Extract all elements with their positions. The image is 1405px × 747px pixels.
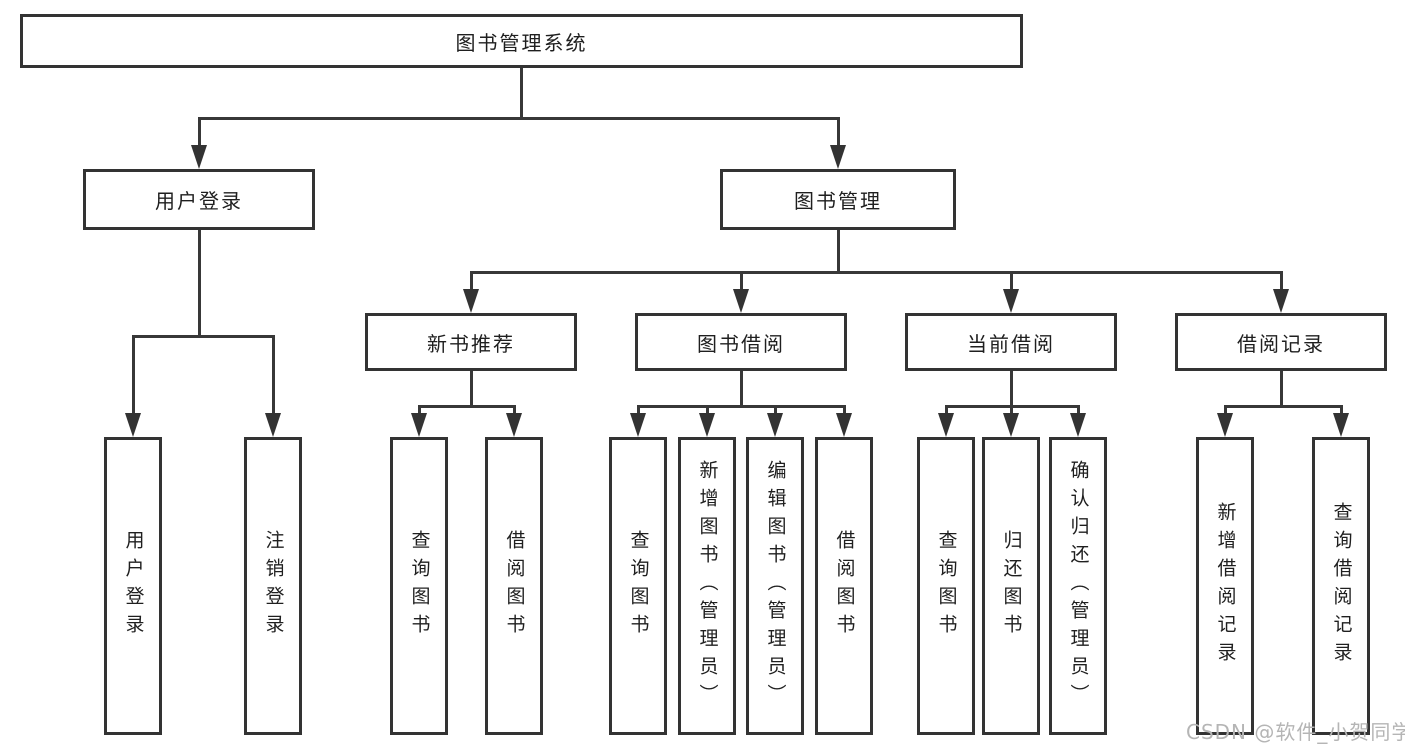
leaf-borrow-books-borrowing: 借阅图书 (815, 437, 873, 735)
leaf-query-books-current: 查询图书 (917, 437, 975, 735)
connector-groupA1-shaft (418, 405, 421, 415)
node-book-management: 图书管理 (720, 169, 956, 230)
leaf-borrow-books-recommend-label: 借阅图书 (503, 530, 526, 642)
arrow-groupB4-icon (836, 413, 852, 437)
arrow-groupA2-icon (506, 413, 522, 437)
leaf-query-books-recommend: 查询图书 (390, 437, 448, 735)
connector-groupB-rail (637, 405, 846, 408)
leaf-add-borrow-record: 新增借阅记录 (1196, 437, 1254, 735)
leaf-return-books-label: 归还图书 (1000, 530, 1023, 642)
arrow-to-borrow-records-icon (1273, 289, 1289, 313)
arrow-groupD1-icon (1217, 413, 1233, 437)
connector-groupD2-shaft (1340, 405, 1343, 415)
arrow-to-current-borrow-icon (1003, 289, 1019, 313)
leaf-query-borrow-record-label: 查询借阅记录 (1330, 502, 1353, 670)
connector-leaf-logout-shaft (272, 335, 275, 415)
leaf-query-books-recommend-label: 查询图书 (408, 530, 431, 642)
connector-groupD-drop (1280, 371, 1283, 405)
connector-groupC3-shaft (1077, 405, 1080, 415)
leaf-logout-label: 注销登录 (262, 530, 285, 642)
leaf-user-login: 用户登录 (104, 437, 162, 735)
arrow-groupC1-icon (938, 413, 954, 437)
connector-book-mgmt-shaft (837, 117, 840, 147)
arrow-groupB3-icon (767, 413, 783, 437)
leaf-query-books-current-label: 查询图书 (935, 530, 958, 642)
connector-user-login-drop (198, 230, 201, 335)
arrow-groupB2-icon (699, 413, 715, 437)
connector-groupA-rail (418, 405, 516, 408)
connector-user-login-shaft (198, 117, 201, 147)
connector-groupB3-shaft (774, 405, 777, 415)
leaf-confirm-return-admin-label: 确认归还（管理员） (1067, 460, 1090, 712)
connector-groupC2-shaft (1010, 405, 1013, 415)
arrow-to-leaf-login-icon (125, 413, 141, 437)
connector-level3-rail (470, 271, 1282, 274)
arrow-groupA1-icon (411, 413, 427, 437)
connector-groupB4-shaft (843, 405, 846, 415)
leaf-edit-books-admin-label: 编辑图书（管理员） (764, 460, 787, 712)
node-borrowing-records: 借阅记录 (1175, 313, 1387, 371)
connector-user-login-rail (132, 335, 275, 338)
connector-groupB-drop (740, 371, 743, 405)
connector-root-drop (520, 68, 523, 117)
leaf-return-books: 归还图书 (982, 437, 1040, 735)
node-book-borrowing: 图书借阅 (635, 313, 847, 371)
leaf-user-login-label: 用户登录 (122, 530, 145, 642)
leaf-add-books-admin: 新增图书（管理员） (678, 437, 736, 735)
leaf-query-borrow-record: 查询借阅记录 (1312, 437, 1370, 735)
arrow-to-user-login-icon (191, 145, 207, 169)
leaf-borrow-books-borrowing-label: 借阅图书 (833, 530, 856, 642)
arrow-groupD2-icon (1333, 413, 1349, 437)
node-new-book-recommend: 新书推荐 (365, 313, 577, 371)
arrow-to-book-mgmt-icon (830, 145, 846, 169)
leaf-borrow-books-recommend: 借阅图书 (485, 437, 543, 735)
connector-groupA2-shaft (513, 405, 516, 415)
arrow-to-book-borrow-icon (733, 289, 749, 313)
connector-groupC-drop (1010, 371, 1013, 405)
node-user-login: 用户登录 (83, 169, 315, 230)
connector-current-borrow-shaft (1010, 271, 1013, 291)
connector-borrow-records-shaft (1280, 271, 1283, 291)
arrow-groupB1-icon (630, 413, 646, 437)
leaf-edit-books-admin: 编辑图书（管理员） (746, 437, 804, 735)
csdn-watermark: CSDN @软件_小贺同学 (1186, 720, 1405, 744)
node-library-management-system: 图书管理系统 (20, 14, 1023, 68)
arrow-to-leaf-logout-icon (265, 413, 281, 437)
connector-groupD1-shaft (1224, 405, 1227, 415)
node-current-borrowing: 当前借阅 (905, 313, 1117, 371)
leaf-query-books-borrowing-label: 查询图书 (627, 530, 650, 642)
leaf-query-books-borrowing: 查询图书 (609, 437, 667, 735)
leaf-logout: 注销登录 (244, 437, 302, 735)
connector-book-mgmt-drop (837, 230, 840, 271)
connector-leaf-login-shaft (132, 335, 135, 415)
connector-groupB2-shaft (706, 405, 709, 415)
connector-groupA-drop (470, 371, 473, 405)
arrow-groupC2-icon (1003, 413, 1019, 437)
arrow-to-new-book-icon (463, 289, 479, 313)
connector-new-book-shaft (470, 271, 473, 291)
arrow-groupC3-icon (1070, 413, 1086, 437)
connector-level2-rail (198, 117, 840, 120)
leaf-add-borrow-record-label: 新增借阅记录 (1214, 502, 1237, 670)
connector-groupB1-shaft (637, 405, 640, 415)
connector-groupD-rail (1224, 405, 1343, 408)
leaf-add-books-admin-label: 新增图书（管理员） (696, 460, 719, 712)
connector-book-borrow-shaft (740, 271, 743, 291)
connector-groupC1-shaft (945, 405, 948, 415)
leaf-confirm-return-admin: 确认归还（管理员） (1049, 437, 1107, 735)
